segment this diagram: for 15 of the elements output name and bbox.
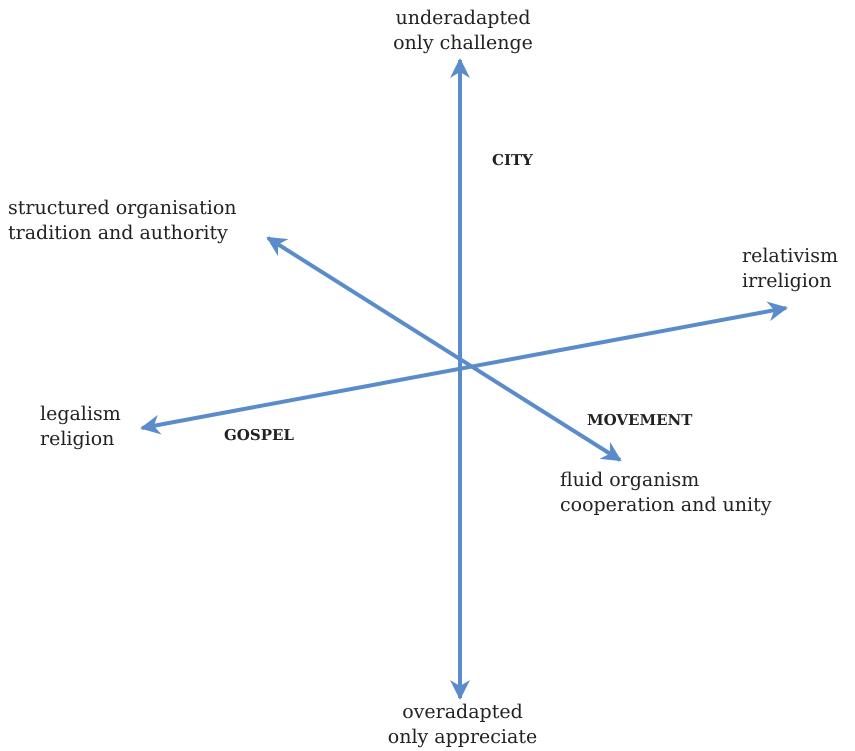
axis-pole-label: legalism [40,402,122,427]
axis-pole-label: fluid organism [560,468,700,493]
axis-pole-label: overadapted [401,700,524,725]
double-headed-arrow [266,236,622,462]
axis-pole-label: only challenge [392,31,534,56]
axis-pole-label: only appreciate [386,725,538,750]
double-headed-arrow [140,301,788,435]
axis-pole-label: irreligion [742,269,833,294]
axis-pole-label: cooperation and unity [560,493,772,518]
axis-pole-label: relativism [742,244,840,269]
axis-pole-label: underadapted [394,6,532,31]
axis-pole-label: religion [40,427,116,452]
axis-pole-label: tradition and authority [8,221,229,246]
double-headed-arrow [450,58,470,700]
axis-pole-label: structured organisation [8,196,238,221]
